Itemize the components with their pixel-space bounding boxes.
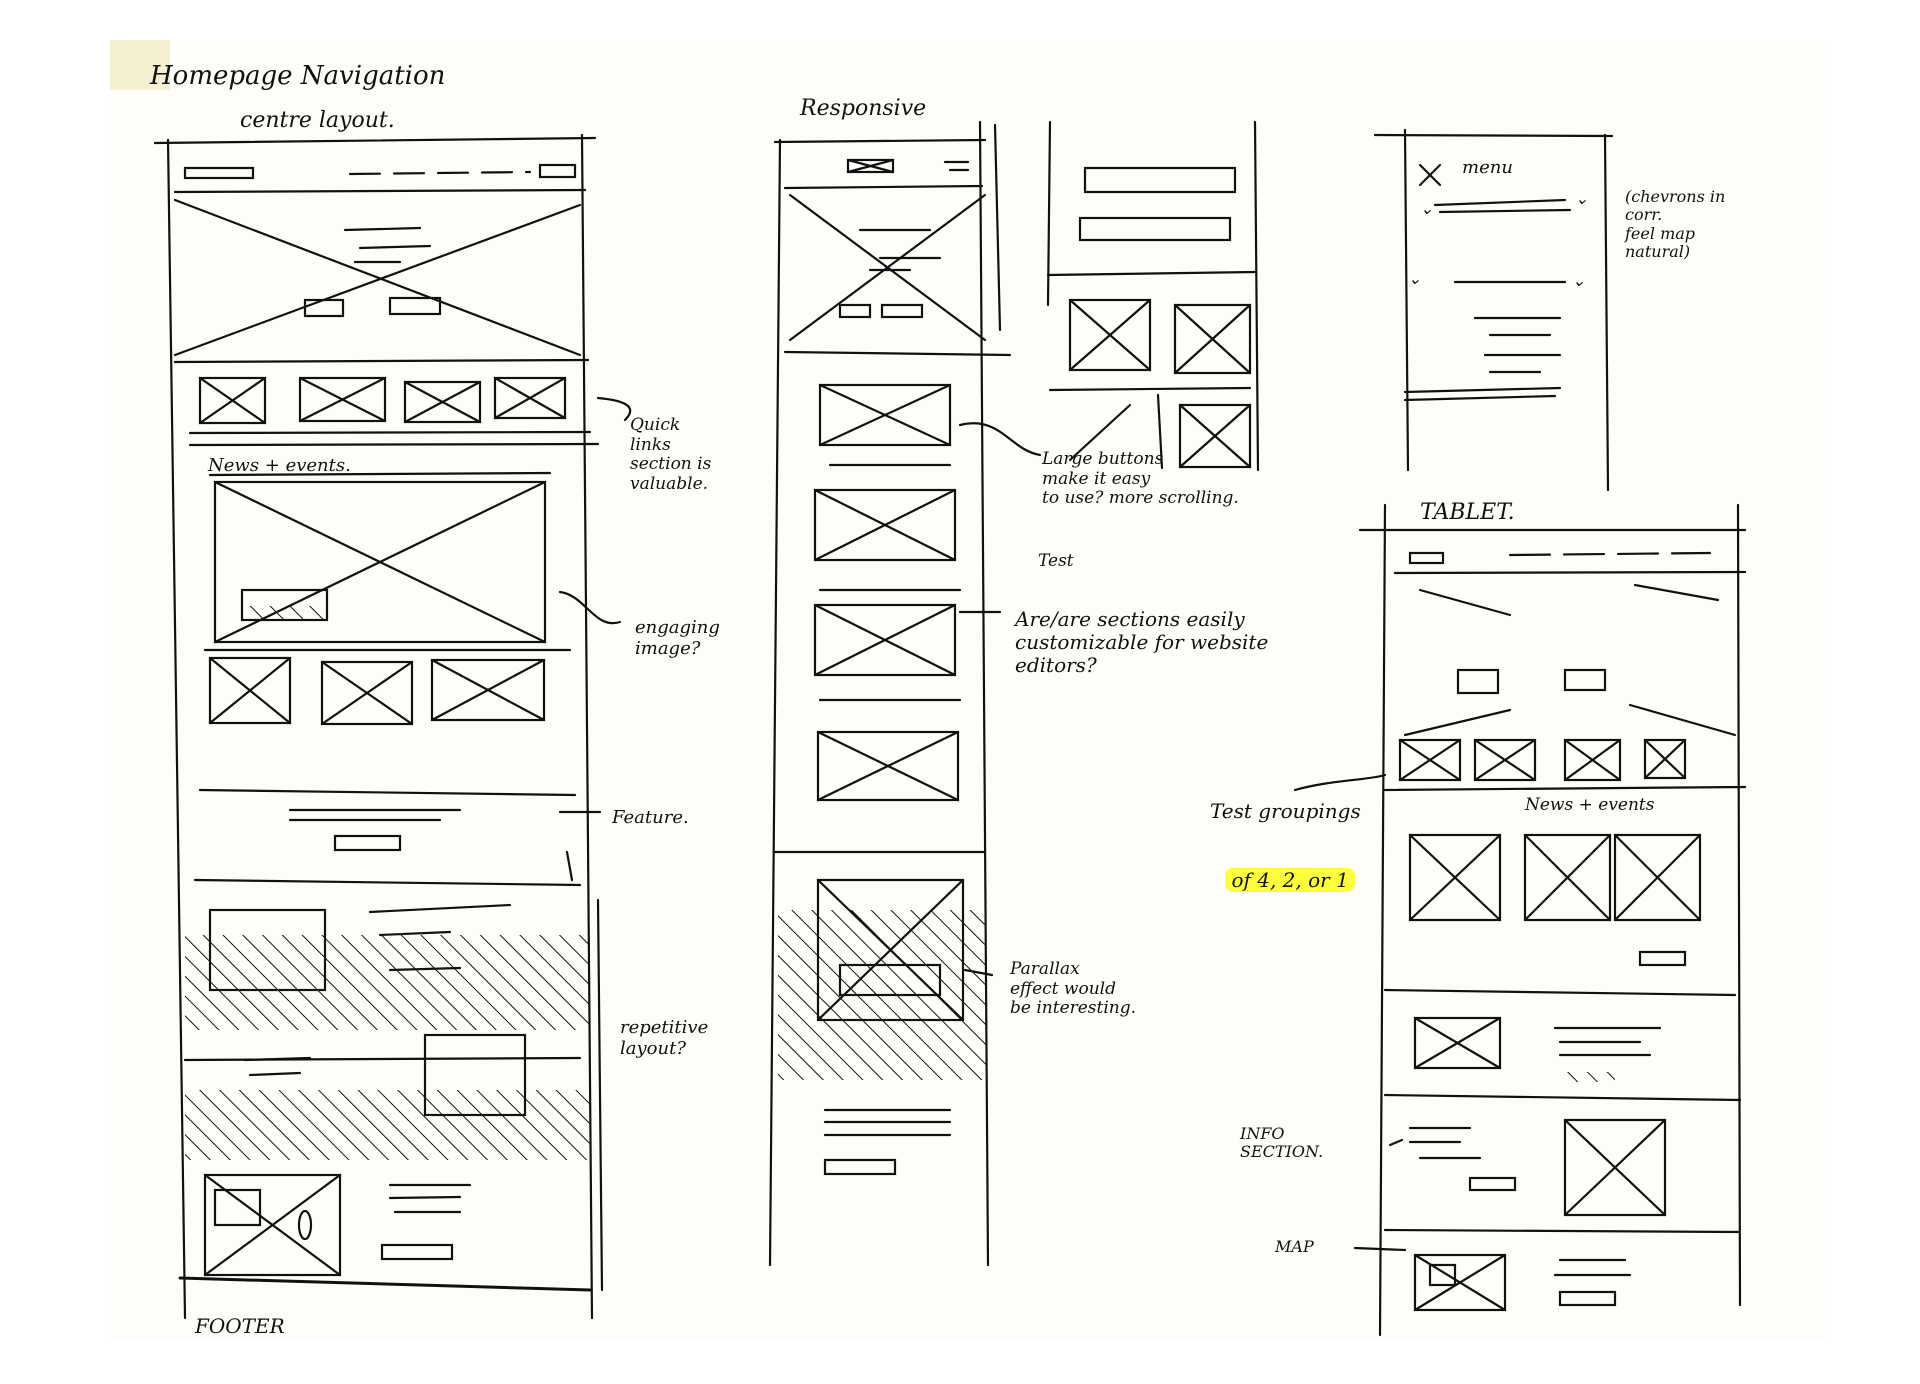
note-test-groupings: Test groupings [1210,799,1361,823]
title-homepage-navigation: Homepage Navigation [150,61,446,91]
chevron-down-icon: ⌄ [1575,189,1589,208]
highlighted-groupings: of 4, 2, or 1 [1225,868,1355,892]
note-large-buttons: Large buttons make it easy to use? more … [1042,449,1239,509]
title-tablet: TABLET. [1420,500,1515,525]
note-repetitive-layout: repetitive layout? [620,1017,709,1059]
note-map: MAP [1275,1237,1314,1256]
note-test-groupings-highlight: of 4, 2, or 1 [1200,846,1355,915]
chevron-down-icon: ⌄ [1408,269,1422,288]
tablet-wireframe [1293,503,1747,1337]
label-news-events: News + events. [208,455,351,476]
desktop-wireframe [153,133,632,1320]
chevron-down-icon: ⌄ [1572,271,1586,290]
responsive-cards-wireframe [1046,120,1260,472]
responsive-wireframe [768,120,1042,1267]
note-engaging-image: engaging image? [635,617,720,659]
title-responsive: Responsive [800,96,927,121]
note-parallax: Parallax effect would be interesting. [1010,959,1137,1019]
note-info-section: INFO SECTION. [1240,1124,1324,1162]
chevron-down-icon: ⌄ [1420,199,1434,218]
mobile-menu-wireframe [1373,128,1614,492]
label-news-events-tablet: News + events [1525,795,1655,815]
label-menu: menu [1462,157,1513,178]
paper-corner-tint [110,40,170,90]
title-centre-layout: centre layout. [240,108,395,133]
note-quick-links: Quick links section is valuable. [630,415,712,494]
quick-links-boxes [198,376,567,425]
note-chevrons: (chevrons in corr. feel map natural) [1625,187,1726,262]
note-test: Test [1038,551,1074,571]
note-customizable: Are/are sections easily customizable for… [1015,607,1269,677]
label-footer: FOOTER [195,1314,285,1338]
note-feature: Feature. [612,807,689,828]
